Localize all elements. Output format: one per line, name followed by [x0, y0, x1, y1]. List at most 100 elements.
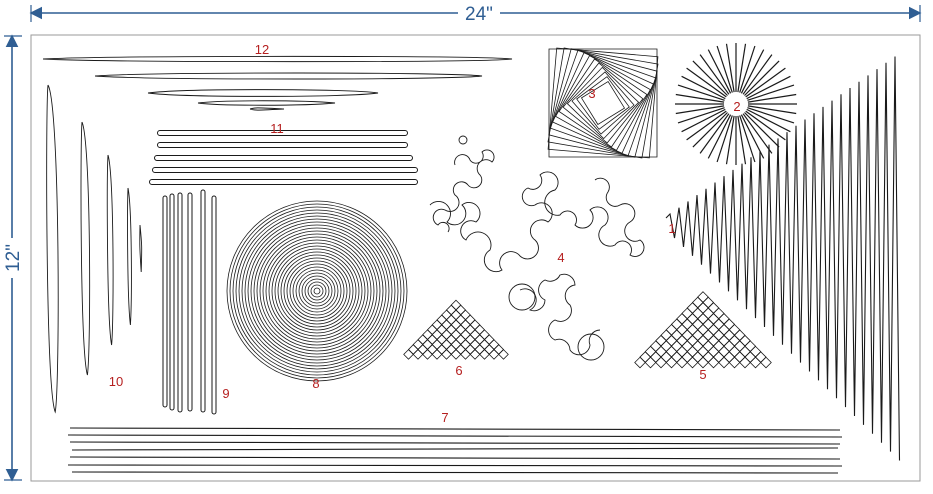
square-stroke — [547, 47, 659, 159]
pattern-2-starburst — [675, 43, 797, 165]
diamond-stroke — [441, 319, 452, 331]
diamond-stroke — [712, 329, 725, 342]
meander-stroke — [429, 171, 645, 273]
circle-stroke — [235, 209, 399, 373]
circle-stroke — [286, 260, 348, 322]
line-stroke — [69, 441, 841, 445]
line-stroke — [69, 427, 841, 431]
pattern-label-7: 7 — [441, 410, 448, 425]
diamond-stroke — [422, 339, 433, 350]
diamond-stroke — [431, 349, 443, 360]
diamond-stroke — [665, 323, 678, 336]
diamond-stroke — [441, 309, 452, 321]
loop-stroke — [46, 84, 59, 414]
hairpin-stroke — [152, 167, 418, 173]
diamond-stroke — [655, 334, 667, 347]
diamond-stroke — [445, 344, 457, 355]
pattern-9-vertical-hairpins — [162, 189, 217, 415]
diamond-stroke — [474, 334, 486, 345]
diamond-stroke — [431, 329, 443, 340]
diamond-stroke — [445, 304, 457, 316]
ray-stroke — [707, 114, 732, 159]
hairpin-stroke — [187, 192, 193, 412]
loop-stroke — [197, 100, 336, 106]
diamond-stroke — [665, 356, 678, 369]
square-stroke — [555, 55, 651, 151]
diamond-stroke — [455, 324, 467, 336]
circle-stroke — [295, 269, 339, 313]
loop-stroke — [94, 72, 483, 80]
pattern-label-5: 5 — [699, 367, 706, 382]
diamond-stroke — [702, 318, 715, 331]
hairpin-stroke — [157, 130, 408, 136]
diamond-stroke — [707, 313, 720, 325]
diamond-stroke — [436, 334, 448, 345]
diamond-stroke — [739, 334, 751, 347]
diamond-stroke — [728, 323, 741, 336]
diamond-stroke — [723, 318, 736, 331]
diamond-stroke — [469, 339, 481, 350]
width-label: 24" — [465, 4, 493, 25]
diamond-stroke — [691, 307, 704, 320]
circle-stroke — [250, 224, 384, 358]
circle-stroke — [310, 284, 324, 298]
diamond-stroke — [412, 349, 424, 360]
diamond-stroke — [426, 324, 438, 336]
diamond-stroke — [436, 324, 448, 336]
diamond-stroke — [754, 351, 767, 363]
circle-stroke — [232, 206, 402, 376]
diamond-stroke — [707, 334, 720, 347]
loop-stroke — [147, 89, 379, 97]
pattern-label-6: 6 — [455, 363, 462, 378]
ray-stroke — [747, 107, 795, 124]
ray-stroke — [742, 113, 773, 154]
diamond-stroke — [702, 329, 715, 342]
diamond-stroke — [691, 296, 704, 309]
diamond-stroke — [665, 334, 678, 347]
ray-stroke — [745, 110, 786, 141]
diamond-stroke — [464, 324, 476, 336]
diamond-stroke — [660, 351, 673, 363]
hairpin-stroke — [157, 142, 408, 148]
diamond-stroke — [712, 340, 725, 352]
diamond-stroke — [436, 314, 448, 326]
diamond-stroke — [660, 340, 673, 352]
diamond-stroke — [712, 307, 725, 320]
diamond-stroke — [739, 356, 751, 369]
square-stroke — [566, 66, 640, 140]
ray-stroke — [746, 75, 791, 100]
ray-stroke — [725, 43, 735, 93]
circle-stroke — [304, 278, 330, 304]
diamond-stroke — [691, 340, 704, 352]
circle-stroke — [247, 221, 387, 361]
pattern-7-horizontal-lines — [67, 427, 843, 474]
ray-stroke — [699, 54, 730, 95]
diamond-stroke — [441, 329, 452, 340]
circle-stroke — [268, 242, 366, 340]
circle-stroke — [274, 248, 360, 334]
diamond-stroke — [469, 329, 481, 340]
pattern-label-2: 2 — [733, 99, 740, 114]
diamond-stroke — [733, 329, 746, 342]
diamond-stroke — [644, 345, 657, 358]
diamond-stroke — [412, 339, 424, 350]
square-stroke — [558, 58, 648, 148]
diamond-stroke — [649, 351, 662, 363]
diamond-stroke — [450, 319, 462, 331]
ray-stroke — [681, 75, 726, 100]
pattern-1-zigzag — [665, 56, 901, 461]
circle-stroke — [259, 233, 375, 349]
diamond-stroke — [718, 334, 730, 347]
circle-stroke — [283, 257, 351, 325]
diamond-stroke — [728, 334, 741, 347]
ray-stroke — [742, 54, 773, 95]
diamond-stroke — [483, 334, 495, 345]
circle-stroke — [292, 266, 342, 316]
diamond-stroke — [445, 314, 457, 326]
pattern-3-rotating-squares — [547, 47, 659, 159]
diamond-stroke — [697, 334, 709, 347]
ray-stroke — [737, 115, 747, 165]
circle-stroke — [298, 272, 336, 310]
diamond-stroke — [431, 319, 443, 331]
height-dimension: 12" — [3, 34, 24, 482]
